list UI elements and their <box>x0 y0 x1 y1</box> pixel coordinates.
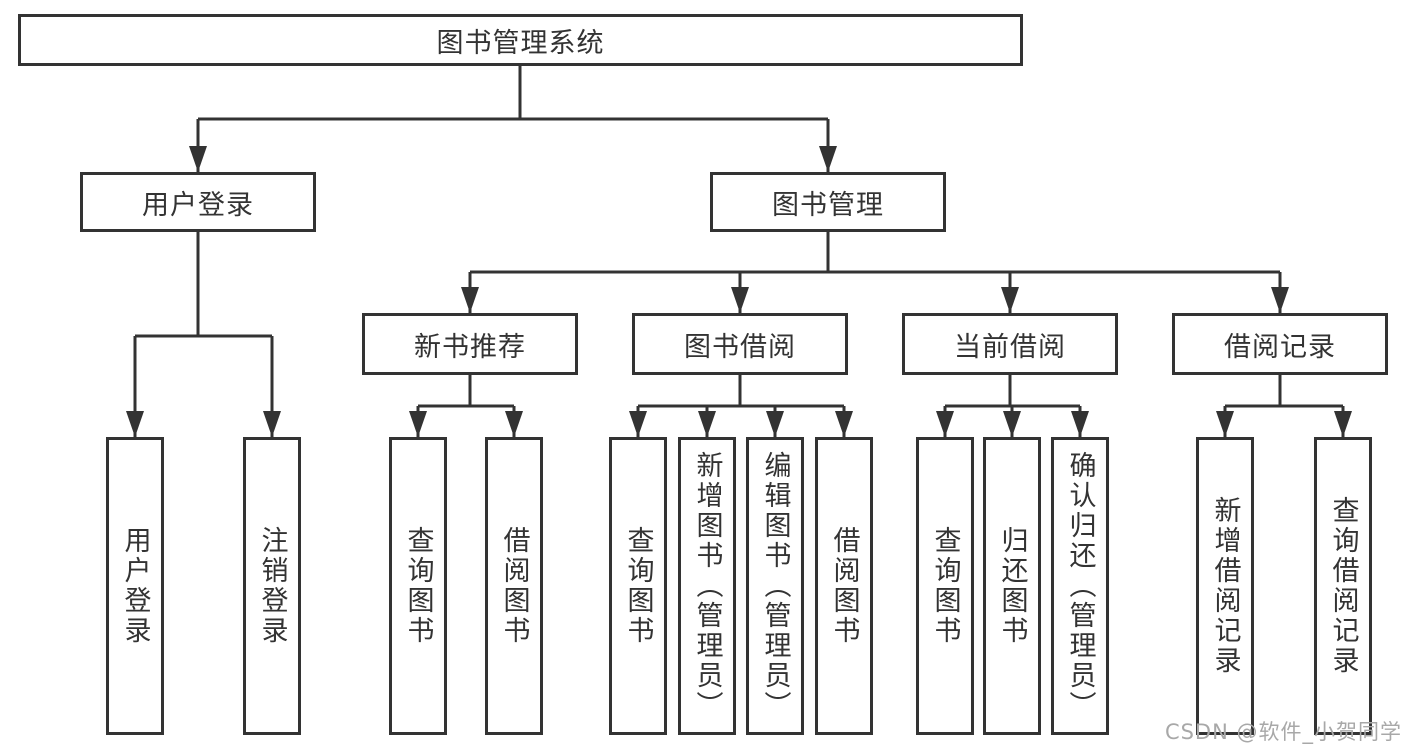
node-label: 归还图书 <box>996 526 1028 646</box>
leaf-confirm-return-admin: 确认归还（管理员） <box>1051 437 1109 735</box>
leaf-borrow-books-recommend: 借阅图书 <box>485 437 543 735</box>
node-label: 借阅记录 <box>1224 331 1336 363</box>
node-label: 查询图书 <box>622 526 654 646</box>
node-label: 当前借阅 <box>954 331 1066 363</box>
node-label: 新增图书（管理员） <box>691 451 723 721</box>
node-label: 用户登录 <box>142 189 254 221</box>
leaf-query-books-recommend: 查询图书 <box>389 437 447 735</box>
leaf-query-books-borrowing: 查询图书 <box>609 437 667 735</box>
node-label: 图书借阅 <box>684 331 796 363</box>
node-label: 查询图书 <box>402 526 434 646</box>
leaf-edit-book-admin: 编辑图书（管理员） <box>746 437 804 735</box>
csdn-watermark: CSDN @软件_小贺同学 <box>1164 720 1402 744</box>
node-user-login: 用户登录 <box>80 172 316 232</box>
node-book-management: 图书管理 <box>710 172 946 232</box>
node-label: 新增借阅记录 <box>1209 496 1241 676</box>
node-label: 确认归还（管理员） <box>1064 451 1096 721</box>
node-current-borrowing: 当前借阅 <box>902 313 1118 375</box>
node-new-book-recommendation: 新书推荐 <box>362 313 578 375</box>
leaf-borrow-books-borrowing: 借阅图书 <box>815 437 873 735</box>
leaf-logout: 注销登录 <box>243 437 301 735</box>
node-label: 注销登录 <box>256 526 288 646</box>
node-label: 图书管理系统 <box>436 27 605 59</box>
leaf-user-login: 用户登录 <box>106 437 164 735</box>
node-label: 查询图书 <box>929 526 961 646</box>
node-label: 查询借阅记录 <box>1327 496 1359 676</box>
leaf-query-books-current: 查询图书 <box>916 437 974 735</box>
leaf-return-books: 归还图书 <box>983 437 1041 735</box>
node-label: 借阅图书 <box>498 526 530 646</box>
node-borrowing-records: 借阅记录 <box>1172 313 1388 375</box>
leaf-query-borrow-record: 查询借阅记录 <box>1314 437 1372 735</box>
node-label: 借阅图书 <box>828 526 860 646</box>
node-label: 图书管理 <box>772 189 884 221</box>
leaf-add-borrow-record: 新增借阅记录 <box>1196 437 1254 735</box>
leaf-add-book-admin: 新增图书（管理员） <box>678 437 736 735</box>
node-book-management-system: 图书管理系统 <box>18 14 1023 66</box>
node-label: 编辑图书（管理员） <box>759 451 791 721</box>
node-book-borrowing: 图书借阅 <box>632 313 848 375</box>
node-label: 用户登录 <box>119 526 151 646</box>
node-label: 新书推荐 <box>414 331 526 363</box>
